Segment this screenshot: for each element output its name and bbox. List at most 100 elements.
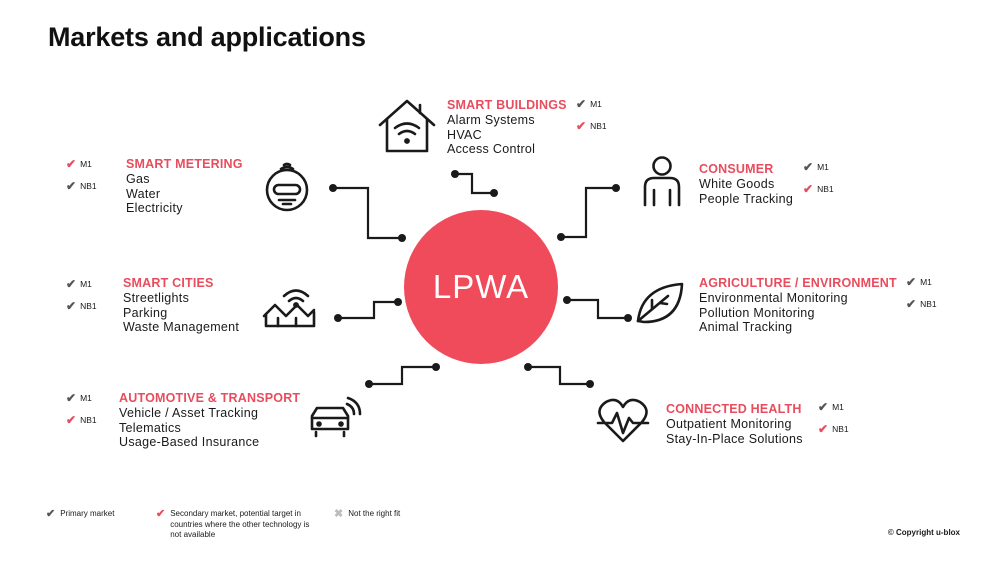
segment-item: Telematics <box>119 420 182 435</box>
segment-consumer: CONSUMER White Goods People Tracking <box>699 162 793 206</box>
tech-m1-badge: ✔M1 <box>66 158 92 170</box>
connector-consumer <box>561 186 616 239</box>
tech-label: NB1 <box>817 184 834 194</box>
legend-secondary: ✔ Secondary market, potential target in … <box>156 509 322 541</box>
tech-label: NB1 <box>80 181 97 191</box>
check-icon: ✔ <box>803 182 814 196</box>
segment-item: People Tracking <box>699 191 794 206</box>
connector-dot <box>612 184 620 192</box>
check-icon: ✔ <box>156 508 166 520</box>
segment-agriculture: AGRICULTURE / ENVIRONMENT Environmental … <box>699 276 897 335</box>
legend-not-fit: ✖ Not the right fit <box>334 509 400 520</box>
connector-agriculture <box>567 298 628 320</box>
tech-nb1-badge: ✔NB1 <box>803 183 834 195</box>
segment-item: Usage-Based Insurance <box>119 435 260 449</box>
connector-dot <box>490 189 498 197</box>
legend-text: Primary market <box>60 509 115 518</box>
check-icon: ✔ <box>576 97 587 111</box>
hub-label: LPWA <box>432 268 530 305</box>
check-icon: ✔ <box>803 160 814 174</box>
segment-item: Electricity <box>126 201 183 215</box>
person-icon <box>643 156 681 207</box>
segment-item: Water <box>126 186 161 201</box>
segment-item: Animal Tracking <box>699 320 793 334</box>
tech-label: M1 <box>920 277 932 287</box>
legend-text: Not the right fit <box>348 509 401 518</box>
connector-dot <box>624 314 632 322</box>
tech-label: NB1 <box>80 415 97 425</box>
connected-car-icon <box>310 396 362 438</box>
check-icon: ✔ <box>906 297 917 311</box>
legend-primary: ✔ Primary market <box>46 509 114 520</box>
connector-dot <box>557 233 565 241</box>
connector-smart-buildings <box>455 172 494 195</box>
tech-m1-badge: ✔M1 <box>66 278 92 290</box>
segment-item: Gas <box>126 172 150 186</box>
segment-automotive: AUTOMOTIVE & TRANSPORT Vehicle / Asset T… <box>119 391 300 450</box>
connector-dot <box>365 380 373 388</box>
connector-automotive <box>369 365 436 386</box>
check-icon: ✔ <box>66 179 77 193</box>
check-icon: ✔ <box>906 275 917 289</box>
tech-label: NB1 <box>920 299 937 309</box>
connector-dot <box>563 296 571 304</box>
check-icon: ✔ <box>66 299 77 313</box>
connector-connected-health <box>528 365 590 386</box>
check-icon: ✔ <box>66 277 77 291</box>
tech-label: M1 <box>817 162 829 172</box>
connector-dot <box>394 298 402 306</box>
connector-smart-metering <box>333 186 402 240</box>
segment-item: Parking <box>123 305 168 320</box>
segment-heading: SMART BUILDINGS <box>447 98 567 112</box>
check-icon: ✔ <box>818 400 829 414</box>
heart-pulse-icon <box>596 398 650 443</box>
tech-nb1-badge: ✔NB1 <box>818 423 849 435</box>
segment-item: Waste Management <box>123 320 240 334</box>
segment-smart-cities: SMART CITIES Streetlights Parking Waste … <box>123 276 239 335</box>
segment-heading: SMART METERING <box>126 157 243 171</box>
tech-m1-badge: ✔M1 <box>576 98 602 110</box>
copyright-notice: © Copyright u-blox <box>887 528 960 537</box>
lpwa-hub: LPWA <box>404 210 558 364</box>
connector-dot <box>451 170 459 178</box>
tech-nb1-badge: ✔NB1 <box>906 298 937 310</box>
tech-nb1-badge: ✔NB1 <box>66 414 97 426</box>
segment-item: Access Control <box>447 142 536 156</box>
segment-item: Alarm Systems <box>447 113 535 127</box>
segment-item: White Goods <box>699 177 775 191</box>
segment-item: Stay-In-Place Solutions <box>666 431 803 446</box>
check-icon: ✔ <box>66 157 77 171</box>
tech-label: M1 <box>832 402 844 412</box>
connector-dot <box>432 363 440 371</box>
tech-label: M1 <box>80 159 92 169</box>
segment-item: HVAC <box>447 127 483 142</box>
city-wifi-icon <box>262 289 316 328</box>
tech-m1-badge: ✔M1 <box>803 161 829 173</box>
check-icon: ✔ <box>818 422 829 436</box>
leaf-icon <box>636 282 684 324</box>
segment-item: Pollution Monitoring <box>699 305 815 320</box>
tech-label: M1 <box>80 279 92 289</box>
connector-dot <box>586 380 594 388</box>
connector-dot <box>334 314 342 322</box>
segment-heading: CONNECTED HEALTH <box>666 402 802 416</box>
segment-smart-metering: SMART METERING Gas Water Electricity <box>126 157 243 216</box>
segment-item: Outpatient Monitoring <box>666 417 792 431</box>
tech-m1-badge: ✔M1 <box>818 401 844 413</box>
check-icon: ✔ <box>66 413 77 427</box>
connector-smart-cities <box>338 300 398 320</box>
cross-icon: ✖ <box>334 508 344 520</box>
segment-item: Vehicle / Asset Tracking <box>119 406 259 420</box>
tech-nb1-badge: ✔NB1 <box>66 180 97 192</box>
tech-label: NB1 <box>590 121 607 131</box>
check-icon: ✔ <box>576 119 587 133</box>
tech-nb1-badge: ✔NB1 <box>576 120 607 132</box>
connector-dot <box>329 184 337 192</box>
segment-connected-health: CONNECTED HEALTH Outpatient Monitoring S… <box>666 402 803 446</box>
segment-item: Streetlights <box>123 291 190 305</box>
tech-m1-badge: ✔M1 <box>906 276 932 288</box>
segment-heading: CONSUMER <box>699 162 774 176</box>
check-icon: ✔ <box>66 391 77 405</box>
